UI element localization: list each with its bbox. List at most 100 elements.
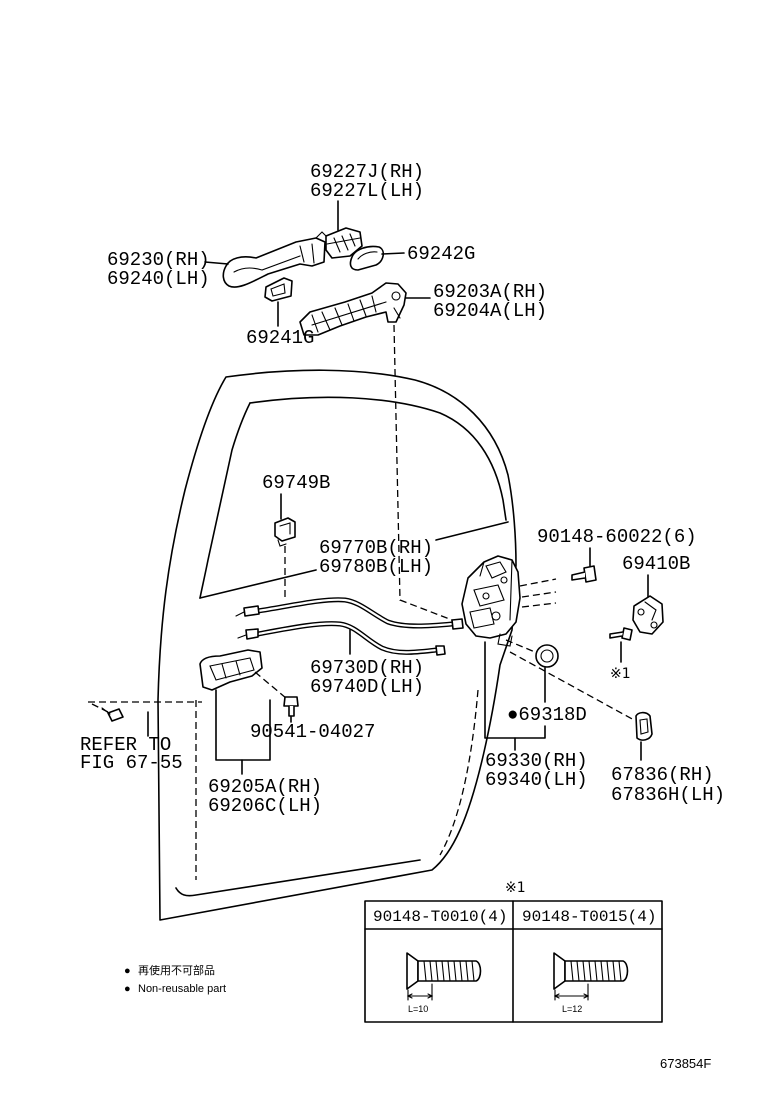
- lock-to-screw-dashline: [521, 602, 557, 608]
- lock-cable-core: [256, 598, 454, 628]
- screw-thread: [570, 960, 622, 982]
- label-inside-handle-lh: 69206C(LH): [208, 795, 322, 817]
- outer-handle-hook: [315, 231, 327, 239]
- legend: ● 再使用不可部品 ● Non-reusable part: [124, 963, 226, 995]
- label-grommet-lh: 67836H(LH): [611, 784, 725, 806]
- seal: [535, 644, 559, 668]
- label-clamp: 69749B: [262, 472, 330, 494]
- label-outer-handle-cap-rh: 69227J(RH): [310, 161, 424, 183]
- outer-handle-cap-rib: [333, 237, 341, 253]
- part-labels: 69227J(RH) 69227L(LH) 69230(RH) 69240(LH…: [80, 161, 725, 817]
- label-striker: 69410B: [622, 553, 690, 575]
- lock-plate: [469, 607, 495, 629]
- window-sill-line: [435, 521, 509, 541]
- clamp: [274, 517, 296, 547]
- screw-table-ref: ※1: [505, 880, 526, 896]
- striker-loop: [644, 601, 657, 621]
- length-dimension: [554, 983, 589, 1001]
- lock-lever: [497, 633, 513, 647]
- striker-body: [632, 595, 664, 635]
- inner-panel-rear-edge: [439, 689, 479, 856]
- rear-pad: [264, 277, 293, 302]
- figure-id: 673854F: [660, 1056, 711, 1071]
- label-rear-pad: 69241G: [246, 327, 314, 349]
- grommet-body: [635, 711, 653, 741]
- legend-bullet: ●: [124, 983, 131, 995]
- lock-plate: [485, 561, 507, 579]
- outer-handle-detail: [233, 255, 301, 273]
- label-lock-assembly-rh: 69330(RH): [485, 750, 588, 772]
- label-outer-handle-lh: 69240(LH): [107, 268, 210, 290]
- screw-countersunk-head: [406, 952, 419, 990]
- inside-cable-end-fitting: [435, 645, 446, 656]
- length-dimension: [407, 983, 433, 1001]
- inside-handle-detail: [221, 663, 227, 679]
- striker: [632, 595, 664, 635]
- window-frame-top: [249, 396, 507, 521]
- screw-shank: [609, 631, 624, 639]
- leader-outer-handle: [204, 261, 229, 265]
- inside-handle-lever: [209, 657, 255, 681]
- door-outer-edge: [157, 369, 517, 921]
- label-outer-handle-rh: 69230(RH): [107, 249, 210, 271]
- label-refer-line2: FIG 67-55: [80, 752, 183, 774]
- label-inside-cable-lh: 69740D(LH): [310, 676, 424, 698]
- label-striker-screw-ref: ※1: [610, 666, 631, 682]
- screw-drawing-short: L=10: [406, 952, 482, 1014]
- label-outer-handle-cap-lh: 69227L(LH): [310, 180, 424, 202]
- label-inside-handle-screw: 90541-04027: [250, 721, 375, 743]
- seal-outer-ring: [535, 644, 559, 668]
- inner-panel-bottom-edge: [175, 859, 421, 897]
- lock-cable: [235, 597, 464, 630]
- lock-to-seal-dashline: [505, 639, 536, 653]
- lock-screw: [571, 565, 597, 583]
- outer-handle: [222, 231, 327, 288]
- label-outer-handle-frame-rh: 69203A(RH): [433, 281, 547, 303]
- screw-drawing-long: L=12: [553, 952, 629, 1014]
- lock-body: [461, 555, 521, 639]
- seal-inner-ring: [540, 649, 554, 663]
- label-inside-handle-rh: 69205A(RH): [208, 776, 322, 798]
- label-seal: ●69318D: [507, 704, 587, 726]
- screw-shank: [571, 571, 586, 581]
- window-sill-line: [199, 569, 317, 599]
- leader-inside-handle: [215, 689, 271, 761]
- striker-hole: [650, 621, 658, 629]
- label-outer-handle-frame-lh: 69204A(LH): [433, 300, 547, 322]
- window-frame-front: [199, 402, 251, 599]
- label-refer-line1: REFER TO: [80, 734, 171, 756]
- front-pad: [349, 245, 385, 271]
- outer-handle-body: [222, 237, 326, 288]
- inside-handle: [199, 649, 263, 691]
- lock-pivot: [500, 576, 508, 584]
- length-arrow: [406, 993, 434, 999]
- grommet: [635, 711, 653, 741]
- lock-detail: [509, 559, 513, 621]
- label-lock-screw: 90148-60022(6): [537, 526, 697, 548]
- inside-cable-tip: [237, 634, 247, 639]
- frame-lattice: [371, 295, 377, 313]
- screw-shank: [101, 707, 111, 715]
- outer-handle-detail: [311, 243, 315, 264]
- outer-handle-frame: [299, 282, 407, 336]
- frame-lattice: [359, 299, 367, 317]
- screw-table: ※1 90148-T0010(4) 90148-T0015(4) L=10 L=…: [364, 880, 663, 1023]
- frame-tab: [393, 307, 401, 319]
- label-lock-cable-lh: 69780B(LH): [319, 556, 433, 578]
- label-lock-assembly-lh: 69340(LH): [485, 769, 588, 791]
- clamp-tab: [277, 539, 287, 547]
- lock-to-grommet-dashline: [509, 651, 635, 721]
- screw-table-col2-part: 90148-T0015(4): [522, 908, 656, 926]
- screw-shank: [288, 706, 295, 717]
- frame-bolt-hole: [391, 291, 401, 301]
- screw-thread: [423, 960, 475, 982]
- lock-cable-end-fitting: [451, 618, 464, 630]
- striker-hole: [637, 608, 645, 616]
- reference-screw: [101, 707, 124, 722]
- rear-pad-opening: [270, 283, 286, 297]
- lock-to-screw-dashline: [519, 578, 557, 587]
- lock-pivot: [491, 611, 501, 621]
- label-grommet-rh: 67836(RH): [611, 764, 714, 786]
- screw-head: [621, 627, 633, 641]
